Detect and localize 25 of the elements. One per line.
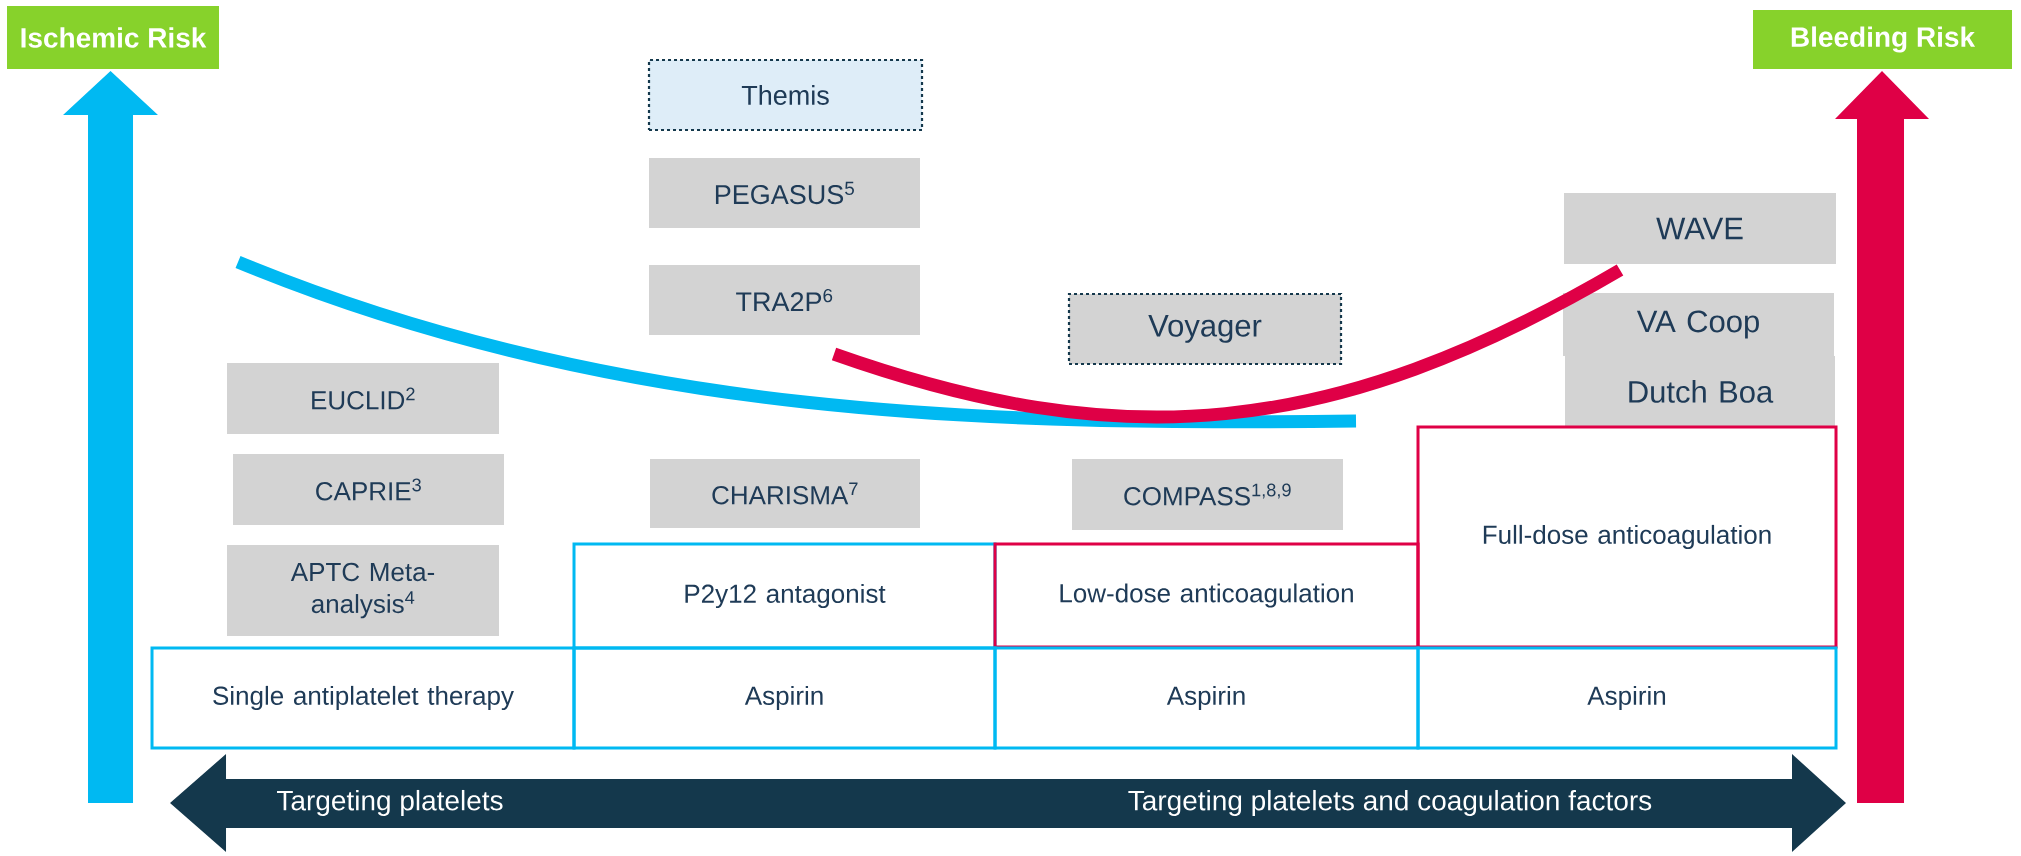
trial-box: CHARISMA$^{7}$ bbox=[650, 459, 920, 528]
therapy-box: Full-dose anticoagulation bbox=[1416, 425, 1838, 649]
arrow-label: Targeting platelets bbox=[277, 789, 503, 817]
trial-box: EUCLID$^{2}$ bbox=[227, 363, 499, 434]
therapy-box: P2y12 antagonist bbox=[572, 542, 997, 650]
risk-label: Ischemic Risk bbox=[7, 6, 219, 69]
therapy-box: Aspirin bbox=[572, 646, 997, 750]
node-label: VA Coop bbox=[1636, 310, 1759, 339]
node-label: Dutch Boa bbox=[1629, 380, 1774, 403]
risk-label: Bleeding Risk bbox=[1753, 10, 2012, 69]
therapy-box: Aspirin bbox=[993, 646, 1420, 750]
therapy-box: Low-dose anticoagulation bbox=[993, 542, 1420, 649]
arrow-label: Targeting platelets and coagulation factors bbox=[1128, 789, 1652, 817]
trial-box: Dutch Boa bbox=[1565, 356, 1835, 427]
trial-box: CAPRIE$^{3}$ bbox=[233, 454, 504, 525]
trial-box: Voyager bbox=[1067, 292, 1343, 366]
trial-box: COMPASS$^{1,8,9}$ bbox=[1072, 459, 1343, 530]
trial-box: Themis bbox=[647, 58, 924, 132]
therapy-box: Single antiplatelet therapy bbox=[150, 646, 576, 750]
therapy-box: Aspirin bbox=[1416, 646, 1838, 750]
trial-box: APTC Meta-analysis$^{4}$ bbox=[227, 545, 499, 636]
trial-box: PEGASUS$^{5}$ bbox=[649, 158, 920, 228]
trial-box: VA Coop bbox=[1563, 293, 1834, 356]
trial-box: TRA2P$^{6}$ bbox=[649, 265, 920, 335]
trial-box: WAVE bbox=[1564, 193, 1836, 264]
